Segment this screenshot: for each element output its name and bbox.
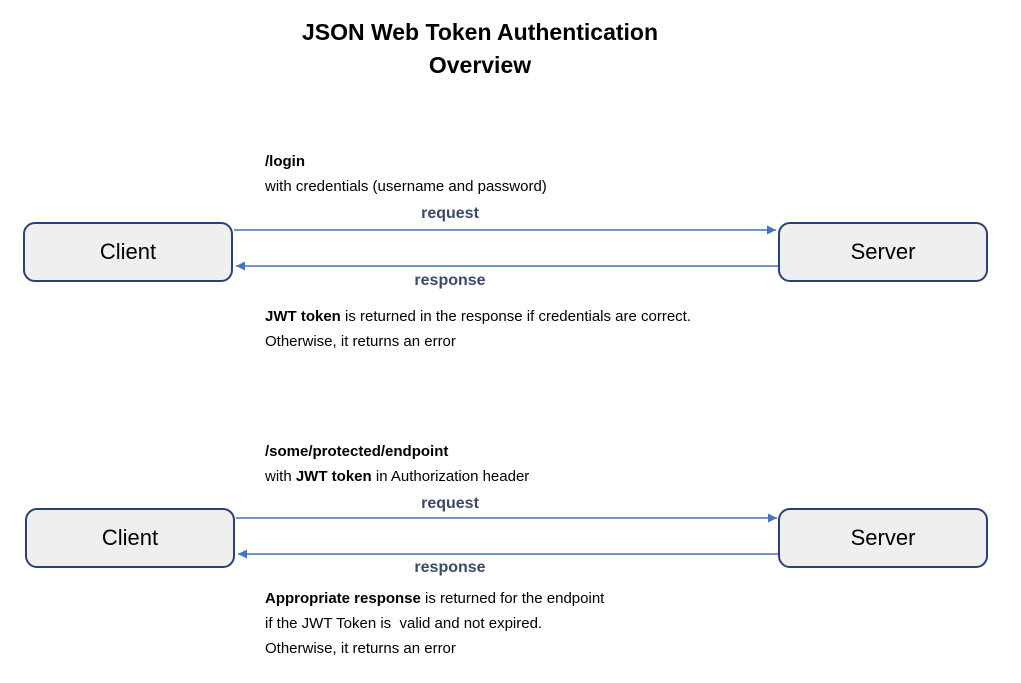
- request-description-protected: with JWT token in Authorization header: [265, 468, 530, 485]
- result-text-login: JWT token is returned in the response if…: [265, 308, 692, 350]
- client-box-1: Client: [23, 222, 233, 282]
- request-description-login: with credentials (username and password): [265, 178, 547, 195]
- endpoint-label-protected: /some/protected/endpoint: [265, 443, 449, 460]
- server-label-1: Server: [850, 239, 916, 264]
- diagram-title: JSON Web Token Authentication Overview: [0, 16, 960, 82]
- server-box-2: Server: [778, 508, 988, 568]
- server-label-2: Server: [850, 525, 916, 550]
- request-label-1: request: [421, 205, 479, 222]
- response-label-2: response: [414, 559, 486, 576]
- request-label-2: request: [421, 495, 479, 512]
- client-label-2: Client: [101, 525, 159, 550]
- title-line-2: Overview: [428, 52, 532, 78]
- endpoint-label-login: /login: [265, 153, 305, 170]
- client-label-1: Client: [99, 239, 157, 264]
- title-line-1: JSON Web Token Authentication: [301, 19, 659, 45]
- client-box-2: Client: [25, 508, 235, 568]
- response-label-1: response: [414, 272, 486, 289]
- result-text-protected: Appropriate response is returned for the…: [265, 590, 605, 657]
- server-box-1: Server: [778, 222, 988, 282]
